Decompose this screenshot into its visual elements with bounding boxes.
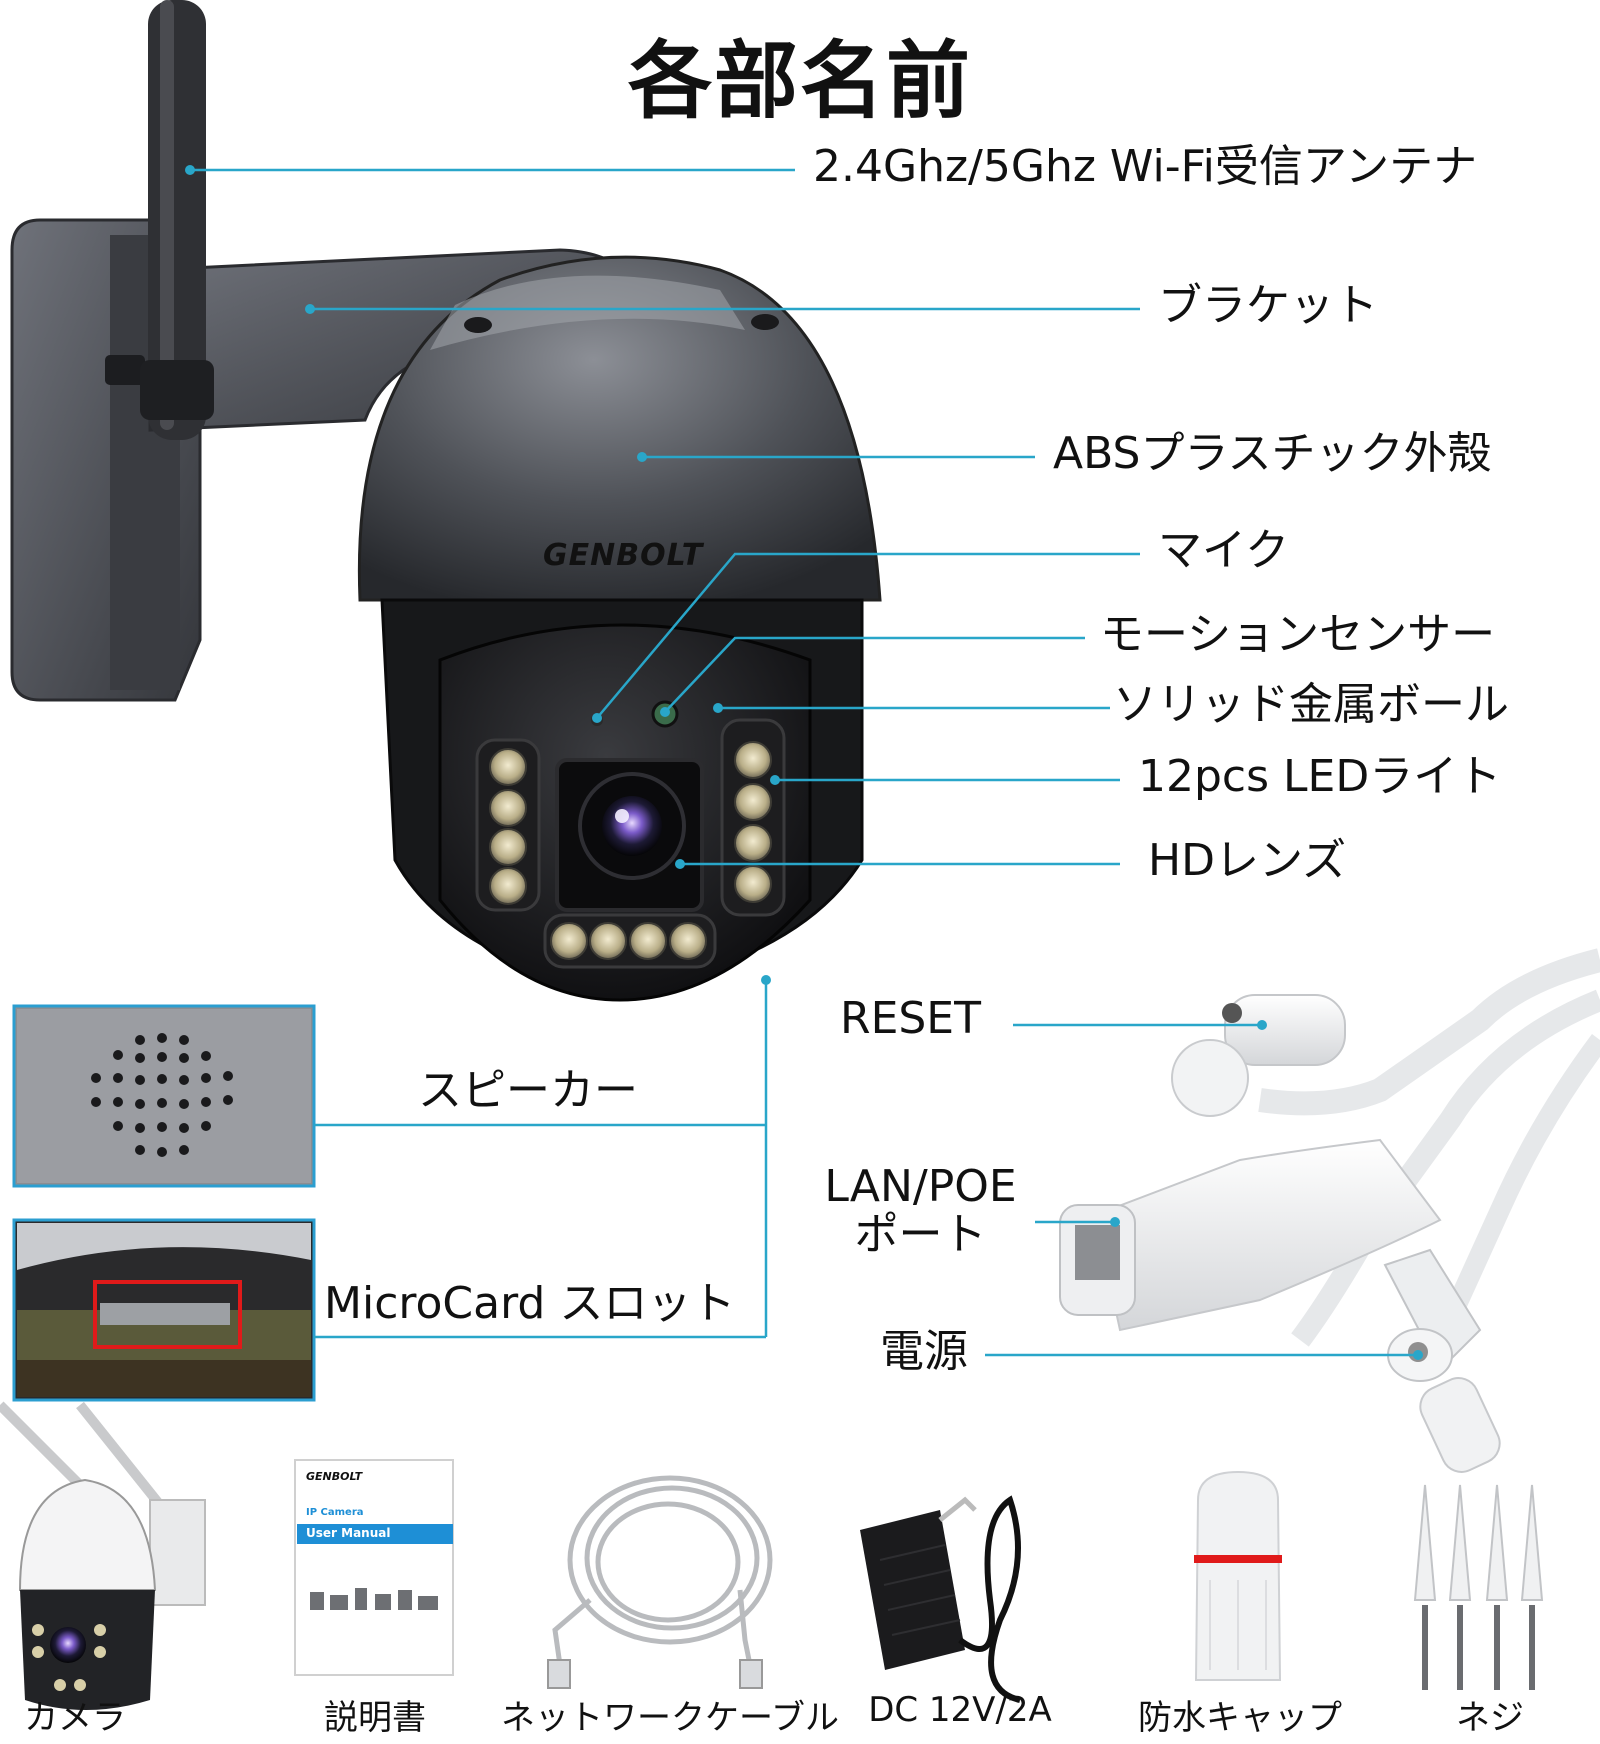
camera-icon bbox=[0, 1401, 206, 1710]
antenna bbox=[140, 0, 214, 440]
screws-icon bbox=[1413, 1484, 1544, 1690]
label-lens: HDレンズ bbox=[1148, 835, 1347, 886]
label-reset: RESET bbox=[840, 993, 981, 1044]
label-lan: LAN/POE ポート bbox=[808, 1161, 1033, 1261]
manual-title: User Manual bbox=[306, 1526, 391, 1540]
page-title: 各部名前 bbox=[627, 32, 972, 130]
led-lights bbox=[475, 718, 786, 969]
caption-screws: ネジ bbox=[1456, 1698, 1524, 1738]
manual-subtitle: IP Camera bbox=[306, 1507, 364, 1518]
camera-dome bbox=[357, 255, 882, 602]
label-ball: ソリッド金属ボール bbox=[1113, 679, 1509, 730]
network-cable-icon bbox=[547, 1475, 773, 1689]
label-lan-line1: LAN/POE bbox=[824, 1161, 1017, 1212]
label-motion: モーションセンサー bbox=[1100, 609, 1496, 660]
waterproof-cap-icon bbox=[1194, 1470, 1282, 1681]
manual-brand: GENBOLT bbox=[306, 1470, 363, 1483]
caption-network-cable: ネットワークケーブル bbox=[501, 1698, 839, 1738]
cable-assembly bbox=[1059, 948, 1600, 1473]
lens-module bbox=[555, 758, 704, 912]
label-speaker: スピーカー bbox=[418, 1065, 638, 1116]
power-adapter-icon bbox=[860, 1495, 1021, 1703]
caption-power-adapter: DC 12V/2A bbox=[868, 1690, 1052, 1730]
label-microcard: MicroCard スロット bbox=[324, 1278, 736, 1329]
manual-icon bbox=[294, 1459, 454, 1676]
leader-lines bbox=[190, 168, 1418, 1357]
caption-camera: カメラ bbox=[24, 1698, 126, 1738]
label-power: 電源 bbox=[880, 1326, 968, 1377]
label-shell: ABSプラスチック外殻 bbox=[1053, 428, 1492, 479]
label-antenna: 2.4Ghz/5Ghz Wi-Fi受信アンテナ bbox=[813, 141, 1478, 192]
label-mic: マイク bbox=[1158, 525, 1290, 576]
speaker-inset bbox=[12, 1004, 316, 1188]
microcard-inset bbox=[12, 1218, 316, 1402]
label-led: 12pcs LEDライト bbox=[1138, 751, 1502, 802]
leader-dots bbox=[185, 165, 1423, 1360]
caption-manual: 説明書 bbox=[324, 1698, 426, 1738]
brand-logo: GENBOLT bbox=[543, 538, 704, 573]
label-bracket: ブラケット bbox=[1158, 280, 1378, 331]
caption-waterproof-cap: 防水キャップ bbox=[1138, 1698, 1342, 1738]
label-lan-line2: ポート bbox=[854, 1209, 987, 1261]
